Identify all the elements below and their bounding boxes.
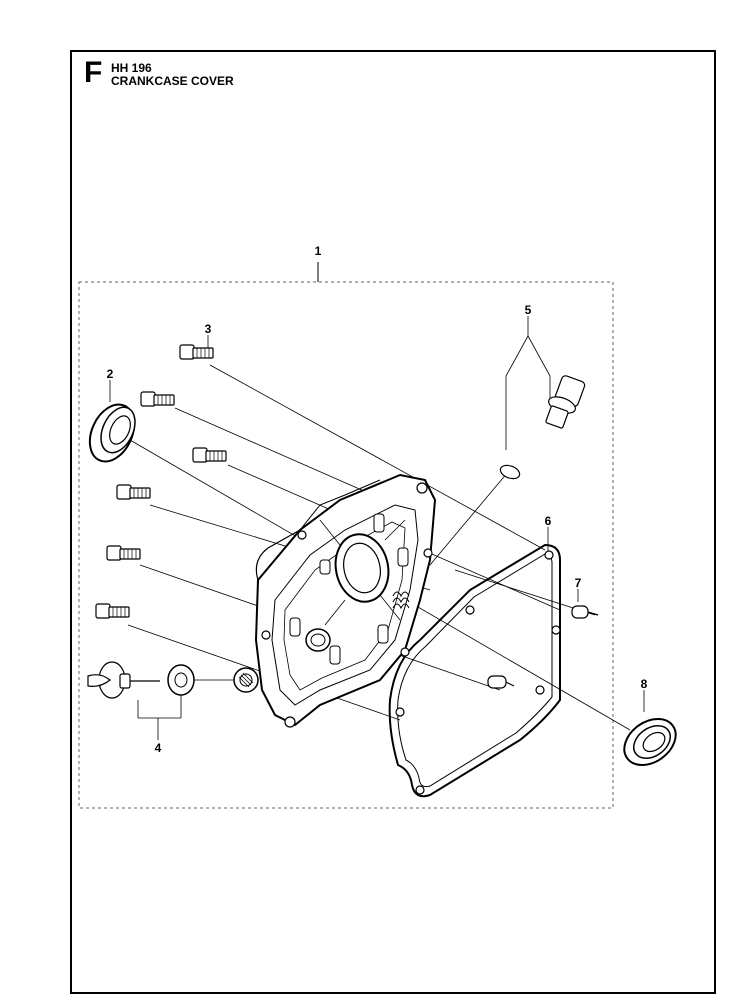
bolt-f bbox=[95, 603, 130, 619]
callout-2: 2 bbox=[107, 367, 114, 381]
bolt-a bbox=[179, 344, 214, 360]
callout-7: 7 bbox=[575, 576, 582, 590]
ball-bearing bbox=[623, 718, 677, 766]
bolts bbox=[95, 344, 227, 619]
title-block: HH 196 CRANKCASE COVER bbox=[111, 62, 234, 88]
washer bbox=[167, 664, 195, 696]
bolt-c bbox=[192, 447, 227, 463]
assembly-boundary bbox=[78, 281, 614, 809]
callout-1: 1 bbox=[315, 244, 322, 258]
section-letter: F bbox=[84, 56, 103, 89]
crankcase-cover bbox=[233, 473, 437, 728]
drain-plug bbox=[87, 661, 160, 699]
callout-4: 4 bbox=[155, 741, 162, 755]
diagram-title: CRANKCASE COVER bbox=[111, 74, 234, 88]
oil-seal bbox=[88, 403, 136, 463]
callout-6: 6 bbox=[545, 514, 552, 528]
callout-labels: 1 2 3 4 5 6 7 8 bbox=[107, 244, 648, 755]
gasket bbox=[388, 543, 561, 798]
dowel-pins bbox=[487, 605, 599, 689]
gasket-holes bbox=[395, 550, 561, 795]
bolt-b bbox=[140, 391, 175, 407]
oil-filler-cap bbox=[499, 375, 586, 480]
model-name: HH 196 bbox=[111, 61, 152, 75]
callout-5: 5 bbox=[525, 303, 532, 317]
callout-8: 8 bbox=[641, 677, 648, 691]
bolt-e bbox=[106, 545, 141, 561]
page-frame bbox=[70, 50, 716, 994]
callout-3: 3 bbox=[205, 322, 212, 336]
gasket-inner-edge bbox=[397, 553, 553, 788]
bolt-d bbox=[116, 484, 151, 500]
